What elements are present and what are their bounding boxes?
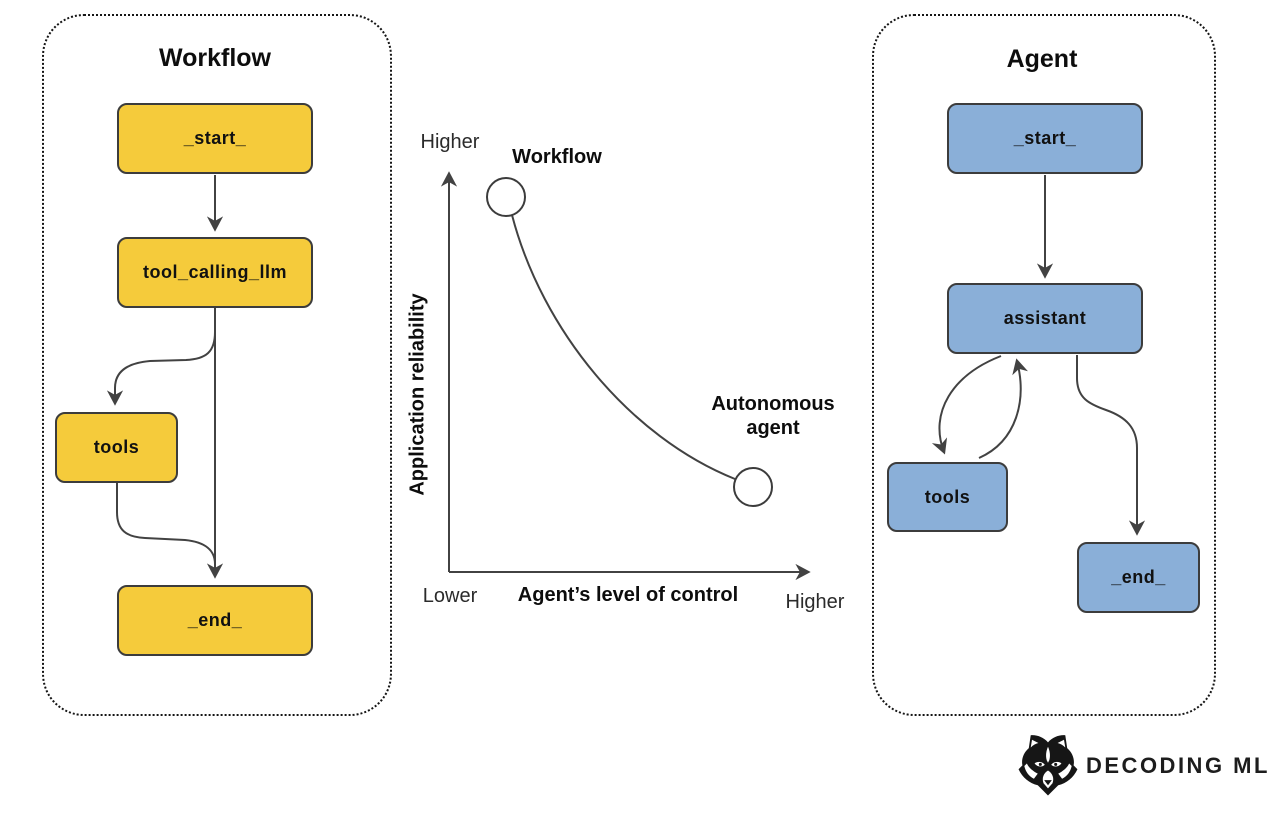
agent-node-tools: tools [887, 462, 1008, 532]
workflow-node-end: _end_ [117, 585, 313, 656]
autonomous-agent-point-label: Autonomous agent [711, 393, 835, 439]
y-axis-max-label: Higher [420, 131, 480, 153]
workflow-point-marker [486, 177, 526, 217]
x-axis-min-label: Lower [422, 585, 478, 607]
agent-node-end: _end_ [1077, 542, 1200, 613]
fox-head-icon [1018, 735, 1078, 796]
agent-node-assistant: assistant [947, 283, 1143, 354]
agent-panel-title: Agent [1006, 45, 1078, 73]
workflow-node-tools: tools [55, 412, 178, 483]
chart [440, 171, 811, 581]
x-axis-title: Agent’s level of control [517, 584, 739, 606]
decoding-ml-logo: DECODING ML [1016, 733, 1270, 799]
x-axis-max-label: Higher [785, 591, 845, 613]
y-axis-title: Application reliability [406, 293, 429, 496]
workflow-node-start: _start_ [117, 103, 313, 174]
brand-wordmark: DECODING ML [1086, 753, 1270, 778]
autonomous-agent-point-marker [733, 467, 773, 507]
agent-panel [872, 14, 1216, 716]
workflow-node-tool-calling-llm: tool_calling_llm [117, 237, 313, 308]
agent-node-start: _start_ [947, 103, 1143, 174]
workflow-panel [42, 14, 392, 716]
workflow-point-label: Workflow [512, 146, 602, 168]
workflow-panel-title: Workflow [158, 44, 272, 72]
